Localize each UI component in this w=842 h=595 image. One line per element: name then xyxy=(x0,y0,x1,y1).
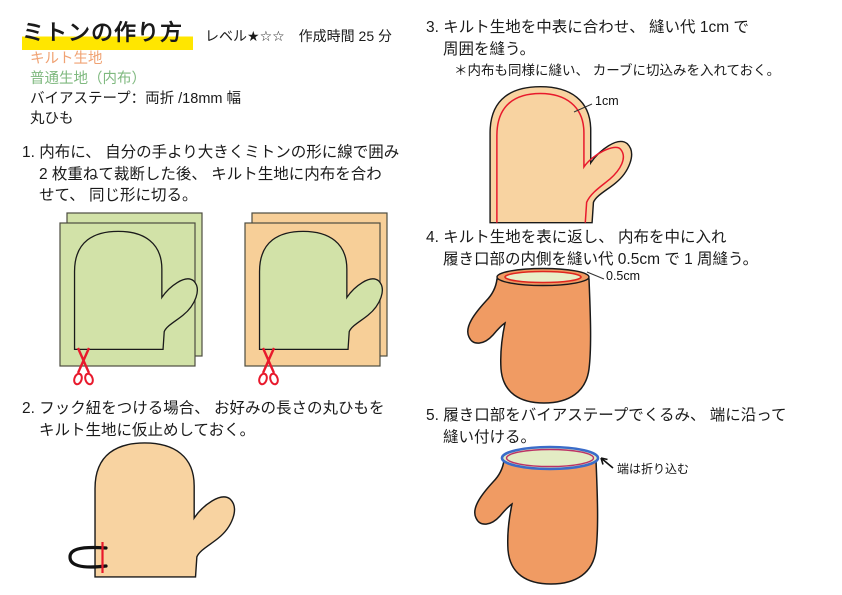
step4-text: 4. キルト生地を表に返し、 内布を中に入れ 履き口部の内側を縫い代 0.5cm… xyxy=(426,227,758,270)
step1-line3: せて、 同じ形に切る。 xyxy=(39,187,198,204)
step2-line2: キルト生地に仮止めしておく。 xyxy=(39,421,256,439)
finished-mitten-body xyxy=(474,459,599,585)
inner-fabric-stack xyxy=(59,212,203,387)
step3-illustration: 1cm xyxy=(485,83,655,228)
annotation-arrow xyxy=(600,457,614,469)
material-round-cord: 丸ひも xyxy=(30,111,74,127)
seam-callout-line xyxy=(573,103,593,113)
step1-illustration xyxy=(55,210,395,395)
step3-line2: 周囲を縫う。 xyxy=(443,40,536,58)
step1-text: 1. 内布に、 自分の手より大きくミトンの形に線で囲み 2 枚重ねて裁断した後、… xyxy=(22,142,399,207)
topstitch-line-05cm xyxy=(504,270,582,284)
level-and-time: レベル★☆☆ 作成時間 25 分 xyxy=(205,28,393,44)
hook-cord-loop xyxy=(68,545,108,569)
fold-edge-annotation: 端は折り込む xyxy=(617,462,690,476)
step4-line2: 履き口部の内側を縫い代 0.5cm で 1 周縫う。 xyxy=(443,250,759,268)
step5-text: 5. 履き口部をバイアステープでくるみ、 端に沿って 縫い付ける。 xyxy=(426,405,787,448)
step1-line1: 1. 内布に、 自分の手より大きくミトンの形に線で囲み xyxy=(22,144,400,161)
material-bias-tape: バイアステープ：両折 /18mm 幅 xyxy=(30,91,242,107)
bias-tape-rim xyxy=(500,445,600,471)
materials-list: キルト生地 普通生地（内布） バイアステープ：両折 /18mm 幅 丸ひも xyxy=(30,49,241,129)
material-quilt-fabric: キルト生地 xyxy=(30,51,103,67)
step2-text: 2. フック紐をつける場合、 お好みの長さの丸ひもを キルト生地に仮止めしておく… xyxy=(22,398,385,441)
step2-line1: 2. フック紐をつける場合、 お好みの長さの丸ひもを xyxy=(22,400,385,417)
step5-line1: 5. 履き口部をバイアステープでくるみ、 端に沿って xyxy=(426,407,787,424)
quilt-fabric-stack xyxy=(244,212,388,387)
step2-illustration xyxy=(60,438,240,590)
stitch-allowance-label: 0.5cm xyxy=(606,269,641,283)
step4-line1: 4. キルト生地を表に返し、 内布を中に入れ xyxy=(426,229,727,246)
material-inner-fabric: 普通生地（内布） xyxy=(30,71,146,87)
step4-illustration: 0.5cm xyxy=(462,265,647,407)
step1-line2: 2 枚重ねて裁断した後、 キルト生地に内布を合わ xyxy=(39,165,382,183)
step5-illustration: 端は折り込む xyxy=(470,443,700,593)
step5-line2: 縫い付ける。 xyxy=(443,428,537,446)
bias-tape-stitch xyxy=(505,448,595,468)
quilt-mitten xyxy=(94,442,236,578)
step3-note: ＊内布も同様に縫い、 カーブに切込みを入れておく。 xyxy=(454,63,781,78)
step3-text: 3. キルト生地を中表に合わせ、 縫い代 1cm で 周囲を縫う。 ＊内布も同様… xyxy=(426,17,780,82)
stitch-callout-line xyxy=(586,271,605,280)
header: ミトンの作り方 レベル★☆☆ 作成時間 25 分 xyxy=(22,15,392,50)
page-title: ミトンの作り方 xyxy=(22,15,194,50)
seam-allowance-label: 1cm xyxy=(595,94,619,108)
turned-mitten-body xyxy=(467,278,592,404)
step3-line1: 3. キルト生地を中表に合わせ、 縫い代 1cm で xyxy=(426,19,749,36)
